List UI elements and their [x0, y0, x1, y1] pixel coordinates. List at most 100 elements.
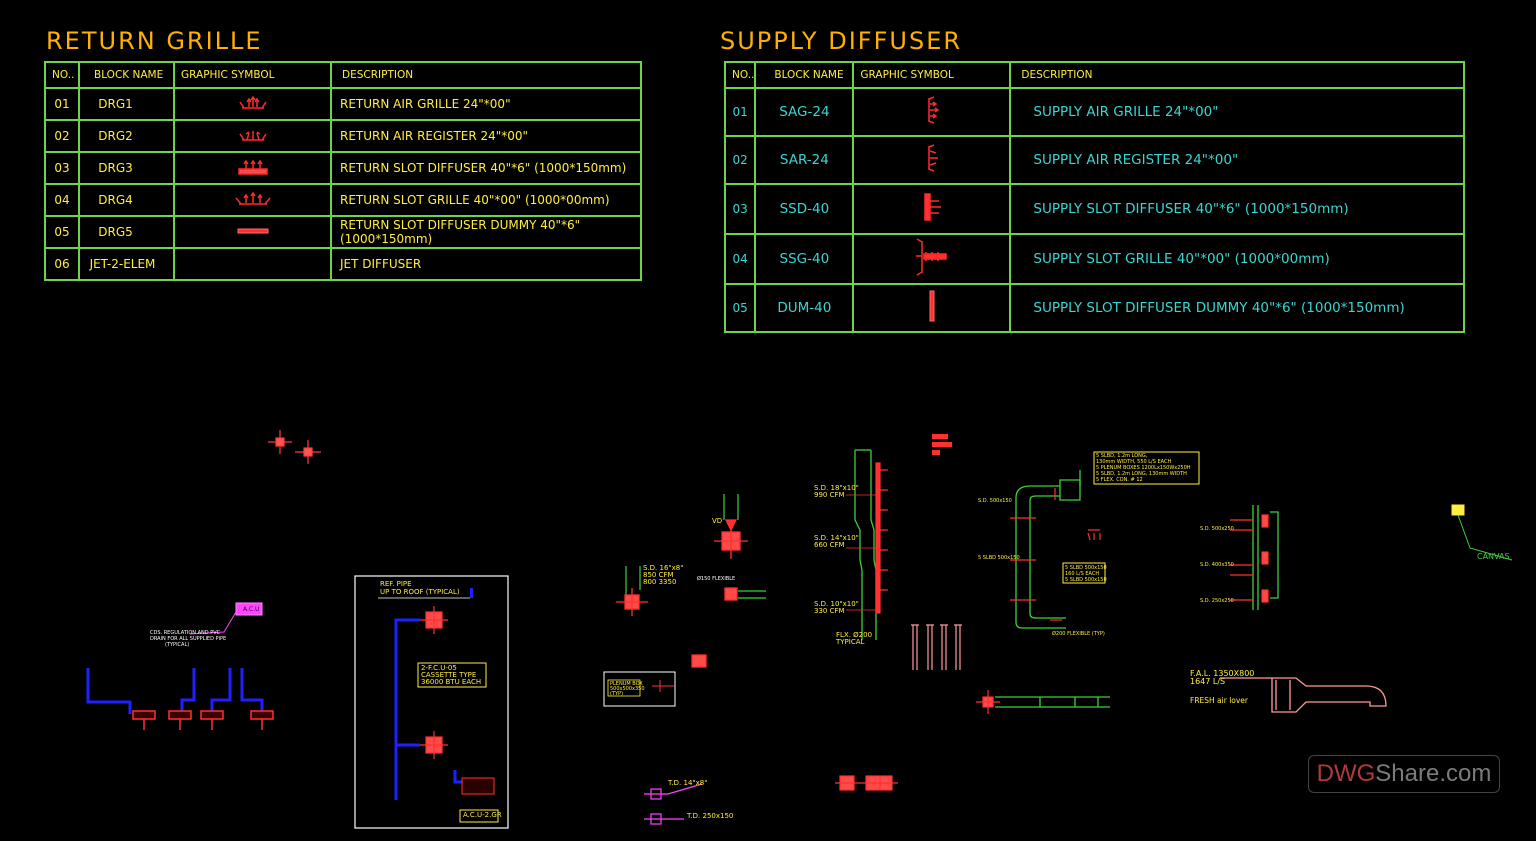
sd-mid-label-1: S.D. 500x150	[978, 498, 1012, 504]
return-grille-table: NO.. BLOCK NAME GRAPHIC SYMBOL DESCRIPTI…	[44, 61, 642, 281]
slot-diffuser-icon	[1010, 488, 1101, 621]
branch-duct-network	[1015, 470, 1081, 629]
row-description: RETURN AIR REGISTER 24"*00"	[330, 119, 642, 153]
td-14x8-label: T.D. 14"x8"	[668, 779, 708, 787]
right-supply-duct	[1252, 505, 1279, 610]
row-description: JET DIFFUSER	[330, 247, 642, 281]
row-block: DRG3	[78, 151, 175, 185]
fal-flow: 1647 L/S	[1190, 677, 1226, 686]
table-header-row: NO.. BLOCK NAME GRAPHIC SYMBOL DESCRIPTI…	[44, 61, 642, 89]
sd-14x10-cfm: 660 CFM	[814, 541, 845, 549]
sd-10x10-label: S.D. 10"x10"	[814, 600, 859, 608]
note-box-line-1: 5 SLBD, 1.2m LONG,	[1096, 453, 1148, 459]
mid-note-1: 5 SLBD 500x150	[1065, 565, 1107, 571]
sd-mid-label-2: 5 SLBD 500x150	[978, 555, 1020, 561]
sd-right-2: S.D. 400x350	[1200, 562, 1234, 568]
row-no: 02	[44, 119, 80, 153]
row-block: DUM-40	[754, 283, 855, 333]
table-row: 05 DUM-40 SUPPLY SLOT DIFFUSER DUMMY 40"…	[723, 283, 1465, 333]
row-block: SSD-40	[754, 183, 855, 235]
return-register-symbol-icon	[173, 119, 332, 153]
row-description: RETURN AIR GRILLE 24"*00"	[330, 87, 642, 121]
supply-diffuser-table: NO.. BLOCK NAME GRAPHIC SYMBOL DESCRIPTI…	[723, 61, 1465, 333]
sd-right-3: S.D. 250x250	[1200, 598, 1234, 604]
plenum-box-typ: (TYP)	[610, 691, 624, 697]
main-supply-duct	[854, 449, 877, 640]
supply-diffuser-title: SUPPLY DIFFUSER	[720, 27, 963, 55]
ref-pipe-label: REF. PIPE	[380, 580, 412, 588]
return-slot-diffuser-symbol-icon	[173, 151, 332, 185]
sd-16x8-cfm: 850 CFM	[643, 571, 674, 579]
header-graphic-symbol: GRAPHIC SYMBOL	[173, 61, 332, 89]
row-description: SUPPLY SLOT DIFFUSER DUMMY 40"*6" (1000*…	[1009, 283, 1465, 333]
row-block: DRG4	[78, 183, 175, 217]
sd-18x10-label: S.D. 18"x10"	[814, 484, 859, 492]
row-block: JET-2-ELEM	[78, 247, 175, 281]
row-block: DRG2	[78, 119, 175, 153]
slot-diffuser-icon	[875, 462, 888, 614]
vd-label: VD	[712, 517, 723, 525]
fan-coil-unit-icon	[132, 710, 274, 730]
row-description: RETURN SLOT DIFFUSER 40"*6" (1000*150mm)	[330, 151, 642, 185]
flexible-typ-label: Ø200 FLEXIBLE (TYP)	[1052, 631, 1105, 637]
acu-note-2: DRAIN FOR ALL SUPPLIED PIPE	[150, 636, 227, 642]
jet-diffuser-symbol-cell	[173, 247, 332, 281]
sd-16x8-size: 800 3350	[643, 578, 677, 586]
row-no: 06	[44, 247, 80, 281]
ceiling-diffuser-icon	[268, 430, 321, 464]
sd-right-1: S.D. 500x250	[1200, 526, 1234, 532]
header-block-name: BLOCK NAME	[754, 61, 855, 89]
refrigerant-pipe	[394, 618, 462, 800]
fcu-label-3: 36000 BTU EACH	[421, 678, 482, 686]
row-description: RETURN SLOT DIFFUSER DUMMY 40"*6" (1000*…	[330, 215, 642, 249]
row-description: RETURN SLOT GRILLE 40"*00" (1000*00mm)	[330, 183, 642, 217]
row-no: 01	[44, 87, 80, 121]
supply-slot-grille-symbol-icon	[852, 233, 1012, 285]
row-no: 04	[723, 233, 757, 285]
table-row: 05 DRG5 RETURN SLOT DIFFUSER DUMMY 40"*6…	[44, 215, 642, 249]
ref-pipe-label-2: UP TO ROOF (TYPICAL)	[380, 588, 460, 596]
table-row: 01 SAG-24 SUPPLY AIR GRILLE 24"*00"	[723, 87, 1465, 137]
supply-slot-diffuser-symbol-icon	[852, 183, 1012, 235]
return-slot-grille-symbol-icon	[173, 183, 332, 217]
sd-18x10-cfm: 990 CFM	[814, 491, 845, 499]
row-description: SUPPLY SLOT DIFFUSER 40"*6" (1000*150mm)	[1009, 183, 1465, 235]
ceiling-diffuser-icon	[835, 775, 898, 791]
row-block: SSG-40	[754, 233, 855, 285]
fcu-label-1: 2-F.C.U-05	[421, 664, 457, 672]
header-no: NO..	[723, 61, 757, 89]
acu-label: A.C.U	[243, 606, 260, 613]
plenum-box-label: PLENUM BOX	[610, 681, 643, 687]
note-box-line-5: 5 FLEX. CON. # 12	[1096, 477, 1143, 483]
row-block: SAR-24	[754, 135, 855, 185]
acu-2gr-label: A.C.U-2.GR	[463, 811, 502, 819]
row-no: 05	[44, 215, 80, 249]
fresh-air-louver-icon	[1220, 677, 1387, 713]
header-description: DESCRIPTION	[330, 61, 642, 89]
row-no: 01	[723, 87, 757, 137]
note-box-line-4: 5 SLBD, 1.2m LONG, 130mm WIDTH	[1096, 471, 1187, 477]
header-graphic-symbol: GRAPHIC SYMBOL	[852, 61, 1012, 89]
row-description: SUPPLY SLOT GRILLE 40"*00" (1000*00mm)	[1009, 233, 1465, 285]
table-row: 02 DRG2 RETURN AIR REGISTER 24"*00"	[44, 119, 642, 153]
dwgshare-watermark: DWGShare.com	[1308, 755, 1500, 793]
table-header-row: NO.. BLOCK NAME GRAPHIC SYMBOL DESCRIPTI…	[723, 61, 1465, 89]
sd-14x10-label: S.D. 14"x10"	[814, 534, 859, 542]
sd-16x8-label: S.D. 16"x8"	[643, 564, 684, 572]
slot-diffuser-icon	[1230, 514, 1269, 603]
row-block: DRG5	[78, 215, 175, 249]
header-block-name: BLOCK NAME	[78, 61, 175, 89]
fal-label: F.A.L. 1350X800	[1190, 669, 1255, 678]
mid-note-3: 5 SLBD 500x150	[1065, 577, 1107, 583]
return-slot-dummy-symbol-icon	[173, 215, 332, 249]
return-grille-symbol-icon	[173, 87, 332, 121]
table-row: 02 SAR-24 SUPPLY AIR REGISTER 24"*00"	[723, 135, 1465, 185]
flx-typical: TYPICAL	[836, 638, 865, 646]
fcu-detail-frame	[354, 575, 509, 829]
row-block: SAG-24	[754, 87, 855, 137]
td-250x150-label: T.D. 250x150	[687, 812, 734, 820]
canvas-label: CANVAS	[1477, 552, 1510, 561]
row-no: 04	[44, 183, 80, 217]
row-no: 03	[723, 183, 757, 235]
